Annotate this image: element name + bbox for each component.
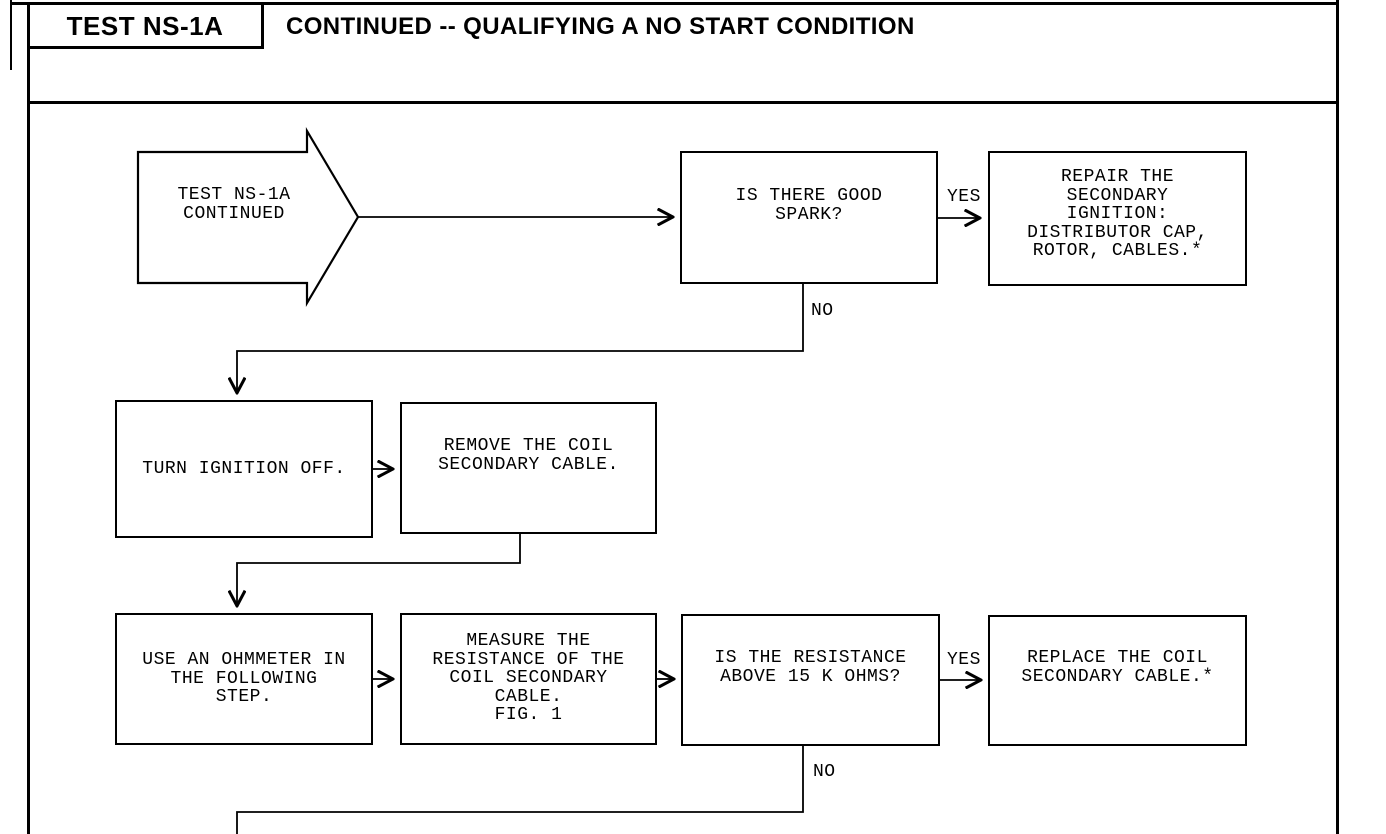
header-rule bbox=[27, 101, 1338, 104]
test-id-label: TEST NS-1A bbox=[66, 11, 224, 41]
page-title: CONTINUED -- QUALIFYING A NO START CONDI… bbox=[286, 13, 915, 40]
node-replace-coil-secondary-cable: REPLACE THE COIL SECONDARY CABLE.* bbox=[988, 615, 1247, 746]
node-measure-resistance: MEASURE THE RESISTANCE OF THE COIL SECON… bbox=[400, 613, 657, 745]
left-edge-artifact bbox=[10, 0, 12, 70]
right-border bbox=[1336, 0, 1339, 834]
start-node-label: TEST NS-1A CONTINUED bbox=[177, 185, 291, 224]
test-id-box-right-border bbox=[261, 2, 264, 48]
node-is-resistance-above-15k: IS THE RESISTANCE ABOVE 15 K OHMS? bbox=[681, 614, 940, 746]
node-repair-secondary-ignition: REPAIR THE SECONDARY IGNITION: DISTRIBUT… bbox=[988, 151, 1247, 286]
test-id-box-bottom-border bbox=[27, 46, 264, 49]
edge-label-resistance-no: NO bbox=[813, 762, 836, 782]
edge-label-resistance-yes: YES bbox=[947, 650, 981, 670]
edge-label-spark-yes: YES bbox=[947, 187, 981, 207]
node-is-there-good-spark: IS THERE GOOD SPARK? bbox=[680, 151, 938, 284]
top-border bbox=[10, 2, 1338, 5]
node-remove-coil-secondary-cable: REMOVE THE COIL SECONDARY CABLE. bbox=[400, 402, 657, 534]
left-border bbox=[27, 2, 30, 834]
edge-label-spark-no: NO bbox=[811, 301, 834, 321]
node-turn-ignition-off: TURN IGNITION OFF. bbox=[115, 400, 373, 538]
node-use-an-ohmmeter: USE AN OHMMETER IN THE FOLLOWING STEP. bbox=[115, 613, 373, 745]
